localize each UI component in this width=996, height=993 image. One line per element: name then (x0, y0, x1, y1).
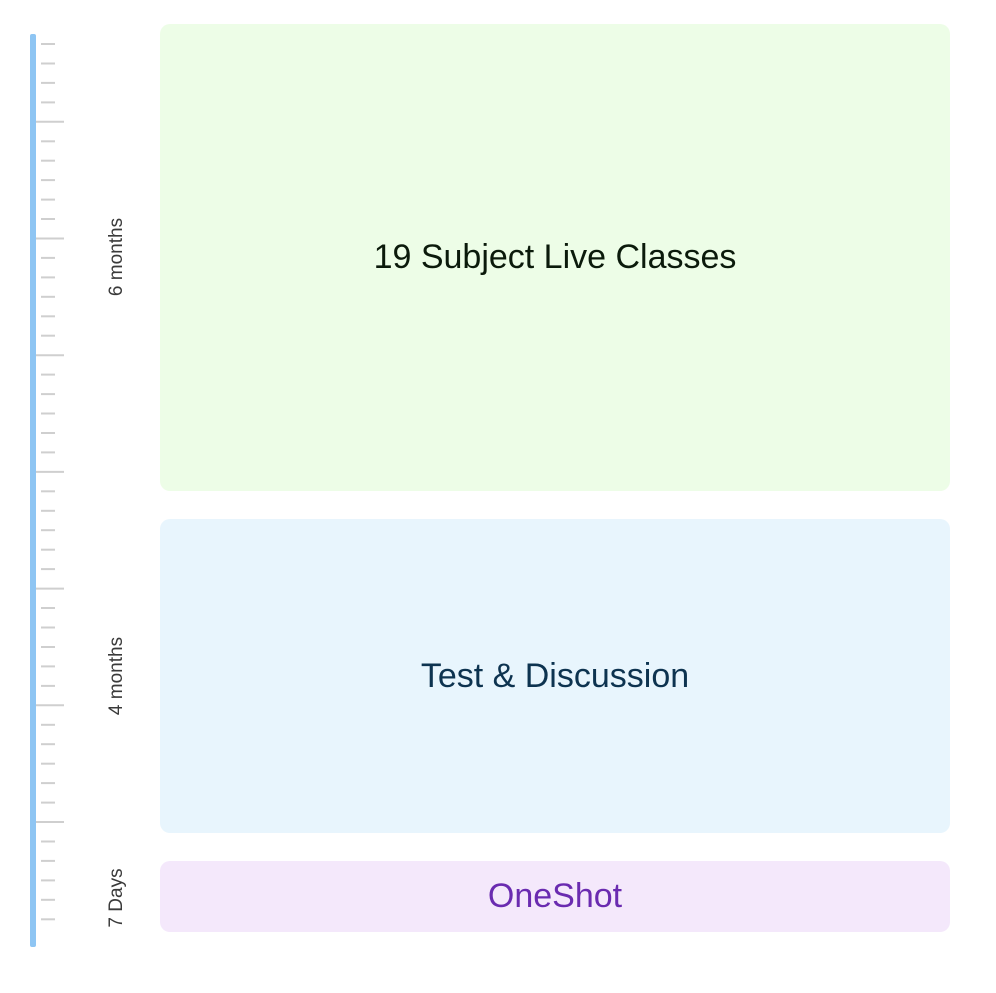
block-test-discussion: Test & Discussion (160, 519, 950, 833)
block-oneshot-title: OneShot (487, 877, 623, 915)
block-live-classes-title: 19 Subject Live Classes (373, 238, 737, 276)
block-oneshot: OneShot (160, 861, 950, 932)
block-test-discussion-title: Test & Discussion (420, 656, 690, 695)
timeline-ticks (36, 43, 64, 921)
phase-label-7-days: 7 Days (106, 868, 127, 928)
phase-label-4-months: 4 months (106, 636, 127, 716)
timeline-ruler (30, 34, 64, 947)
timeline-bar (30, 34, 36, 947)
block-live-classes: 19 Subject Live Classes (160, 24, 950, 491)
phase-label-6-months: 6 months (106, 217, 127, 297)
